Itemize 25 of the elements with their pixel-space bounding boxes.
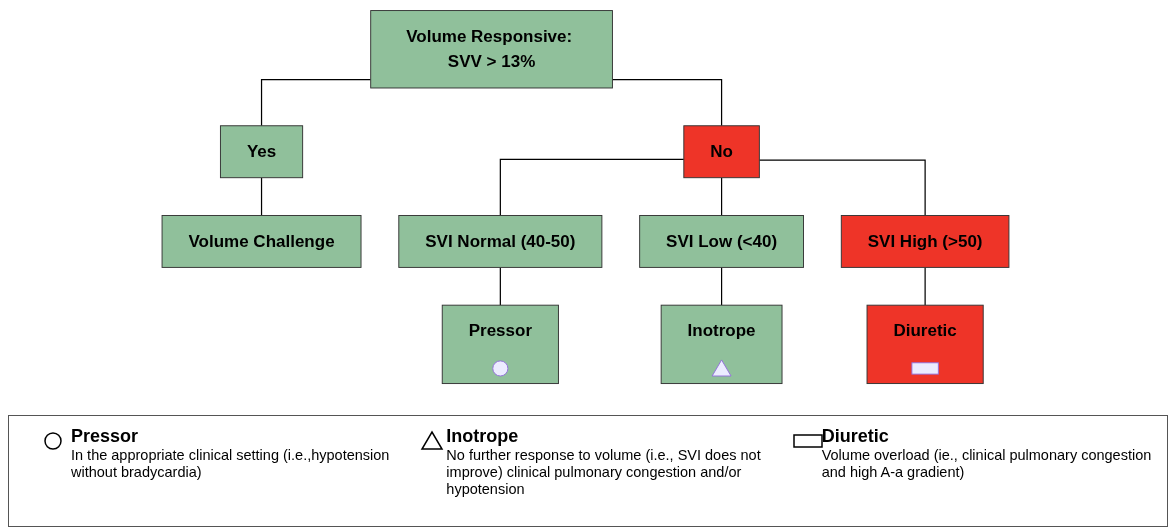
node-box: Inotrope (660, 304, 783, 384)
legend-heading: Inotrope (446, 426, 520, 447)
node-box: SVI Normal (40-50) (398, 214, 603, 268)
node-box: Volume Challenge (161, 214, 362, 268)
node-box: Volume Responsive: SVV > 13% (370, 9, 613, 88)
connector (499, 158, 685, 216)
node-box: SVI Low (<40) (639, 214, 804, 268)
legend-heading: Pressor (71, 426, 140, 447)
connector (611, 78, 723, 126)
node-box: No (683, 124, 760, 178)
connector (720, 266, 723, 306)
connector (260, 176, 263, 216)
connector (499, 266, 501, 306)
connector (720, 176, 723, 216)
legend-description: In the appropriate clinical setting (i.e.,hypotension without bradycardia) (71, 447, 391, 481)
node-box: SVI High (>50) (840, 214, 1010, 268)
node-box: Diuretic (866, 304, 984, 384)
legend-heading: Diuretic (821, 426, 890, 447)
node-box: Yes (219, 124, 304, 178)
node-box: Pressor (441, 304, 559, 384)
legend-description: Volume overload (ie., clinical pulmonary congestion and high A-a gradient) (821, 447, 1153, 481)
connector (924, 266, 926, 306)
legend-description: No further response to volume (i.e., SVI does not improve) clinical pulmonary congestion and/or hypotension (446, 447, 762, 498)
connector (260, 78, 372, 126)
connector (758, 158, 926, 216)
